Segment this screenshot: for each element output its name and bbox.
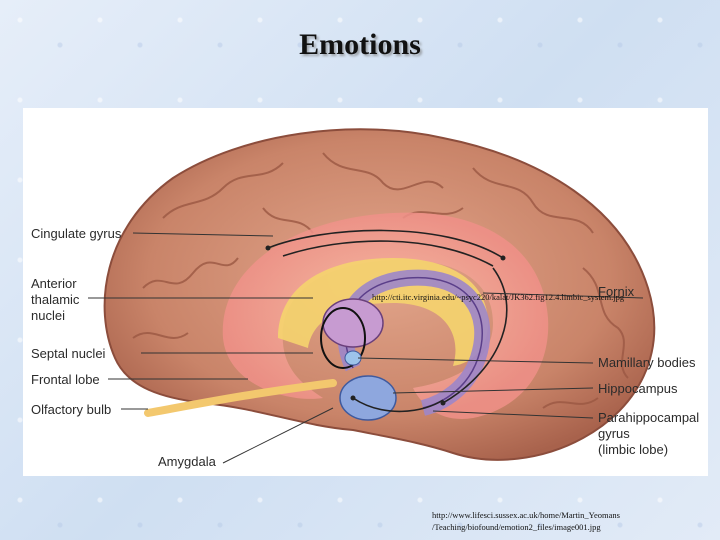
- label-line: nuclei: [31, 308, 79, 324]
- image-credit: http://www.lifesci.sussex.ac.uk/home/Mar…: [432, 509, 620, 533]
- label-line: gyrus: [598, 426, 699, 442]
- label-hippocampus: Hippocampus: [598, 381, 678, 397]
- amygdala-shape: [340, 376, 396, 420]
- label-mamillary-bodies: Mamillary bodies: [598, 355, 696, 371]
- label-septal-nuclei: Septal nuclei: [31, 346, 105, 362]
- label-line: (limbic lobe): [598, 442, 699, 458]
- label-parahippocampal-gyrus: Parahippocampal gyrus (limbic lobe): [598, 410, 699, 458]
- label-line: Parahippocampal: [598, 410, 699, 426]
- label-anterior-thalamic-nuclei: Anterior thalamic nuclei: [31, 276, 79, 324]
- label-line: thalamic: [31, 292, 79, 308]
- image-source-url: http://cti.itc.virginia.edu/~psyc220/kal…: [372, 292, 624, 302]
- credit-line: http://www.lifesci.sussex.ac.uk/home/Mar…: [432, 509, 620, 521]
- label-line: Anterior: [31, 276, 79, 292]
- label-cingulate-gyrus: Cingulate gyrus: [31, 226, 121, 242]
- label-frontal-lobe: Frontal lobe: [31, 372, 100, 388]
- label-amygdala: Amygdala: [158, 454, 216, 470]
- thalamus: [323, 299, 383, 347]
- slide-title: Emotions: [0, 28, 720, 62]
- label-olfactory-bulb: Olfactory bulb: [31, 402, 111, 418]
- credit-line: /Teaching/biofound/emotion2_files/image0…: [432, 521, 620, 533]
